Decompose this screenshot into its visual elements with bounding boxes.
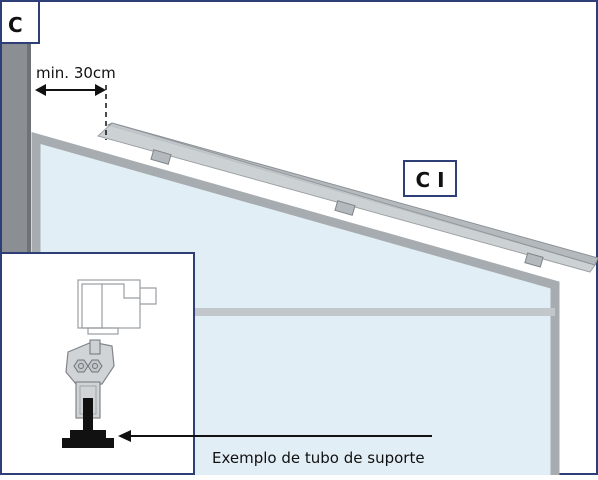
pointer-arrowhead [118, 430, 131, 442]
profile-outline [140, 287, 157, 305]
example-caption: Exemplo de tubo de suporte [212, 449, 425, 467]
dimension-arrowhead-right [95, 84, 106, 96]
bracket-nut-hole [92, 363, 98, 369]
bracket-bolt [89, 339, 101, 355]
support-bracket [150, 149, 172, 165]
support-bracket [524, 252, 544, 268]
wall [2, 42, 29, 292]
support-tube-foot [62, 438, 114, 448]
support-bracket [334, 200, 356, 216]
bracket-nut-hole [78, 363, 84, 369]
profile-outline [102, 283, 140, 299]
corner-label: C [8, 13, 23, 37]
dimension-label: min. 30cm [36, 64, 116, 82]
profile-section [77, 279, 157, 335]
corner-label-box [0, 0, 40, 44]
part-label: C I [415, 168, 444, 192]
dimension-arrowhead-left [35, 84, 46, 96]
support-tube-base [70, 430, 106, 438]
bracket-nut [87, 359, 103, 373]
part-label-box [403, 160, 457, 197]
roof-gutter [97, 122, 596, 273]
support-tube [83, 398, 93, 432]
profile-outline [87, 327, 119, 335]
wall-edge [27, 42, 31, 292]
